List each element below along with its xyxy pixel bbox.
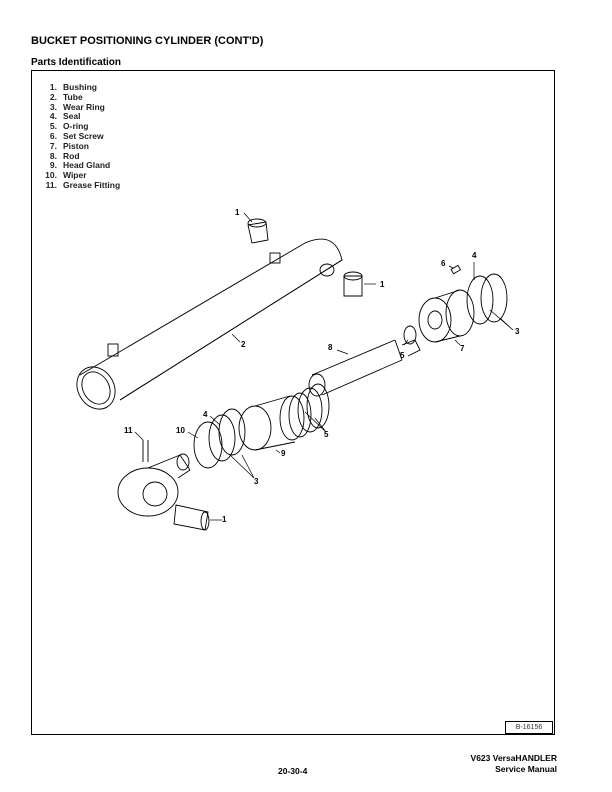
callout: 1 (380, 280, 385, 289)
page-title: BUCKET POSITIONING CYLINDER (CONT'D) (31, 35, 264, 47)
manual-title: V623 VersaHANDLER Service Manual (471, 753, 557, 775)
callout: 5 (324, 430, 329, 439)
callout: 1 (222, 515, 227, 524)
callout: 9 (281, 449, 286, 458)
callout: 4 (203, 410, 208, 419)
part-item: 8.Rod (49, 150, 80, 161)
part-item: 11.Grease Fitting (45, 179, 121, 190)
tube-drawing (76, 238, 343, 410)
rod-drawing (308, 339, 421, 397)
part-item: 5.O-ring (49, 121, 89, 132)
callout: 11 (124, 426, 133, 435)
callout: 5 (400, 351, 405, 360)
rod-eye-drawing (117, 440, 191, 517)
callout: 2 (241, 340, 246, 349)
callout: 4 (472, 251, 477, 260)
part-item: 2.Tube (49, 91, 83, 102)
callout: 6 (441, 259, 446, 268)
part-item: 3.Wear Ring (49, 101, 105, 112)
part-item: 10.Wiper (45, 170, 87, 181)
callout: 3 (254, 477, 259, 486)
section-subtitle: Parts Identification (31, 57, 122, 68)
part-item: 4.Seal (49, 111, 81, 122)
leader-lines (134, 212, 514, 521)
manual-line-1: V623 VersaHANDLER (470, 753, 557, 763)
callout-labels: 1 1 2 4 6 3 8 5 7 4 10 11 5 9 3 1 (124, 208, 520, 524)
callout: 8 (328, 343, 333, 352)
callout: 10 (176, 426, 185, 435)
piston-drawing (403, 264, 508, 345)
page-number: 20-30-4 (278, 766, 308, 776)
callout: 3 (515, 327, 520, 336)
manual-line-2: Service Manual (495, 764, 557, 774)
callout: 7 (460, 344, 465, 353)
part-item: 6.Set Screw (49, 130, 104, 141)
figure-frame (31, 70, 555, 735)
bushing-drawing (173, 218, 363, 531)
head-gland-drawing (193, 383, 330, 469)
part-item: 9.Head Gland (49, 160, 111, 171)
callout: 1 (235, 208, 240, 217)
part-item: 7.Piston (49, 140, 89, 151)
figure-id: B-16156 (505, 721, 553, 734)
part-item: 1.Bushing (49, 82, 97, 92)
parts-list: 1.Bushing 2.Tube 3.Wear Ring 4.Seal 5.O-… (37, 82, 121, 191)
